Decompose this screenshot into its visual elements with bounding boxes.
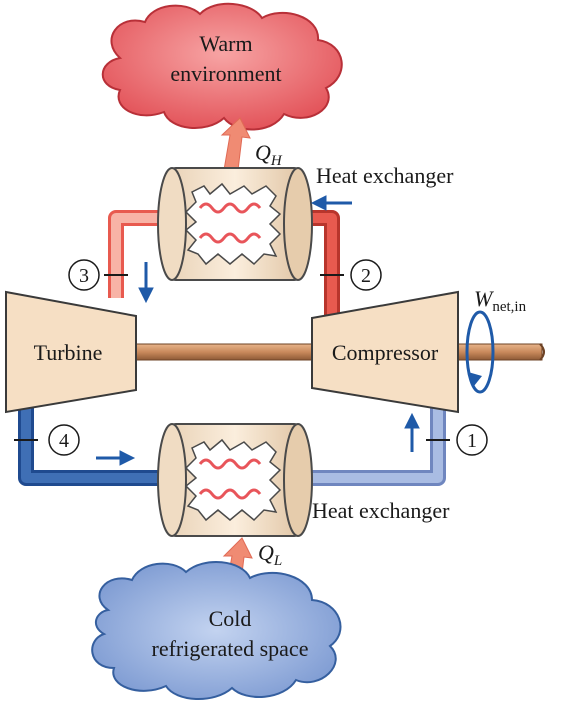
heat-out-arrow [220,117,251,171]
heat-exchanger-bottom-label: Heat exchanger [312,498,450,523]
heat-exchanger-bottom [157,423,313,537]
warm-environment-cloud: Warm environment [101,2,343,131]
flow-arrow-up-icon [404,412,420,452]
state-3-label: 3 [79,265,89,287]
state-2: 2 [350,259,382,291]
state-4-label: 4 [59,430,69,452]
turbine: Turbine [5,290,137,414]
compressor-label: Compressor [332,340,439,365]
pipe-state-1 [298,398,446,486]
rotation-arrow-icon [465,310,495,394]
work-net-in-label: Wnet,in [474,286,527,315]
state-1-label: 1 [467,430,477,452]
heat-exchanger-top [157,167,313,281]
pipe-state-4 [18,398,172,486]
flow-arrow-down-icon [138,262,154,304]
state-4: 4 [48,424,80,456]
state-3: 3 [68,259,100,291]
flow-arrow-left-icon [310,195,352,211]
turbine-label: Turbine [34,340,103,365]
state-2-label: 2 [361,265,371,287]
heat-exchanger-top-label: Heat exchanger [316,163,454,188]
warm-environment-line1: Warm [199,31,252,56]
state-ticks [14,274,450,441]
cold-space-line1: Cold [209,606,252,631]
warm-environment-line2: environment [170,61,281,86]
cold-space-line2: refrigerated space [152,636,309,661]
q-l-label: QL [258,540,282,569]
flow-arrow-right-icon [96,450,136,466]
cold-space-cloud: Cold refrigerated space [91,561,342,700]
compressor: Compressor [311,290,459,414]
state-1: 1 [456,424,488,456]
q-h-label: QH [255,140,283,169]
